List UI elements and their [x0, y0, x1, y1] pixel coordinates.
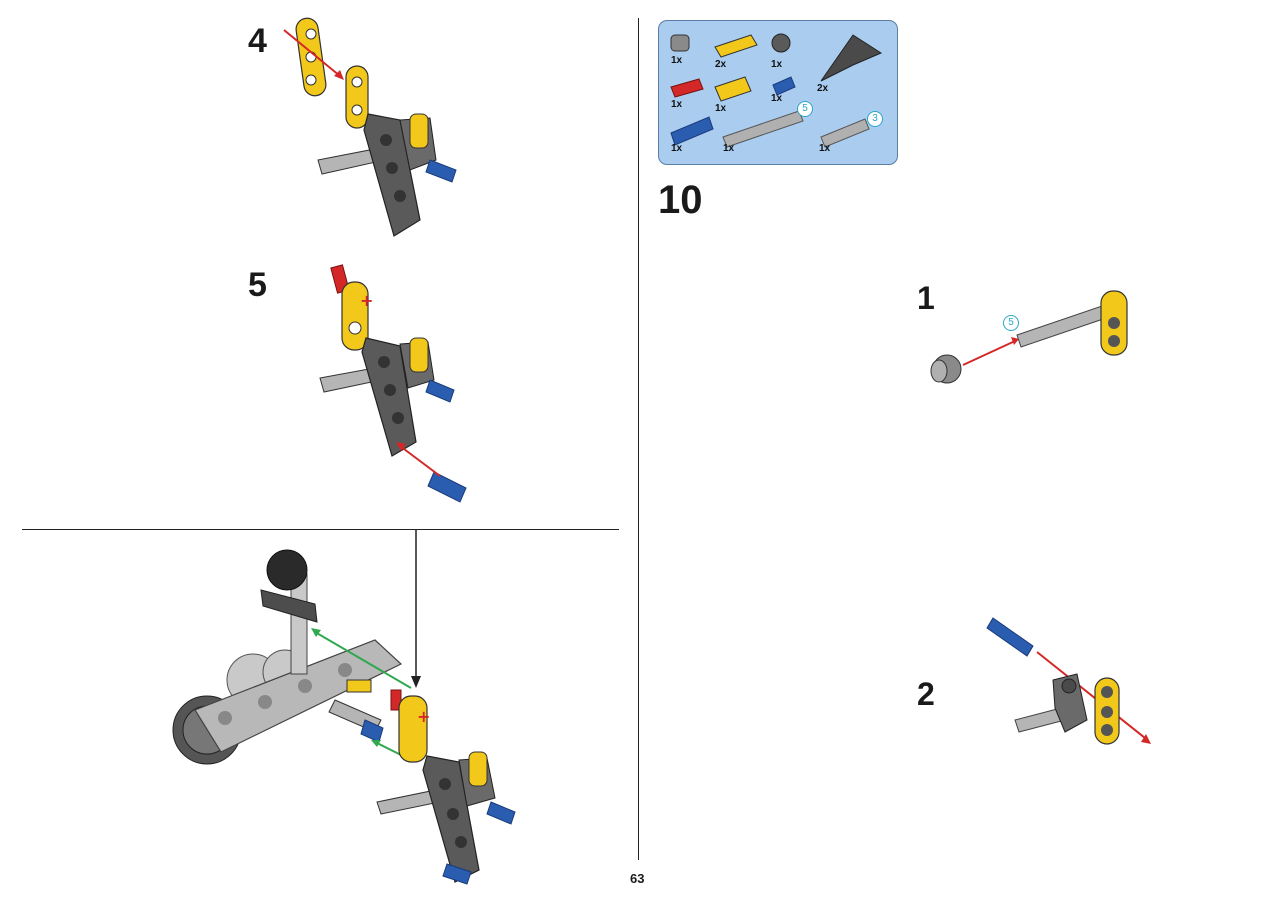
step-4-illustration	[283, 17, 457, 237]
part-qty: 1x	[723, 143, 735, 154]
part-qty: 1x	[671, 143, 683, 154]
axle-length-badge: 3	[867, 111, 883, 127]
svg-text:+: +	[417, 707, 430, 726]
page-divider-horizontal	[22, 529, 619, 530]
axle-length-badge: 5	[797, 101, 813, 117]
step-number-5: 5	[248, 266, 267, 304]
substep-number-1: 1	[917, 280, 935, 316]
substep-2-illustration	[986, 617, 1151, 745]
parts-list-panel: 1x 2x 1x 2x 1x 1x 1x 1x 1x 1x 5 3	[658, 20, 898, 165]
step-number-10: 10	[658, 178, 703, 222]
part-qty: 2x	[715, 59, 727, 70]
step-number-4: 4	[248, 22, 267, 60]
svg-text:+: +	[360, 291, 373, 310]
part-qty: 1x	[671, 99, 683, 110]
part-qty: 1x	[671, 55, 683, 66]
substep-number-2: 2	[917, 676, 935, 712]
part-qty: 2x	[817, 83, 829, 94]
part-qty: 1x	[771, 59, 783, 70]
part-qty: 1x	[819, 143, 831, 154]
step-5-illustration: +	[319, 264, 467, 503]
assembly-illustration: +	[172, 530, 516, 885]
substep-1-illustration	[930, 290, 1128, 384]
part-qty: 1x	[715, 103, 727, 114]
axle-length-badge: 5	[1003, 315, 1019, 331]
page-number: 63	[630, 871, 645, 886]
part-qty: 1x	[771, 93, 783, 104]
parts-list-icons	[670, 33, 883, 148]
page-divider-vertical	[638, 18, 639, 860]
